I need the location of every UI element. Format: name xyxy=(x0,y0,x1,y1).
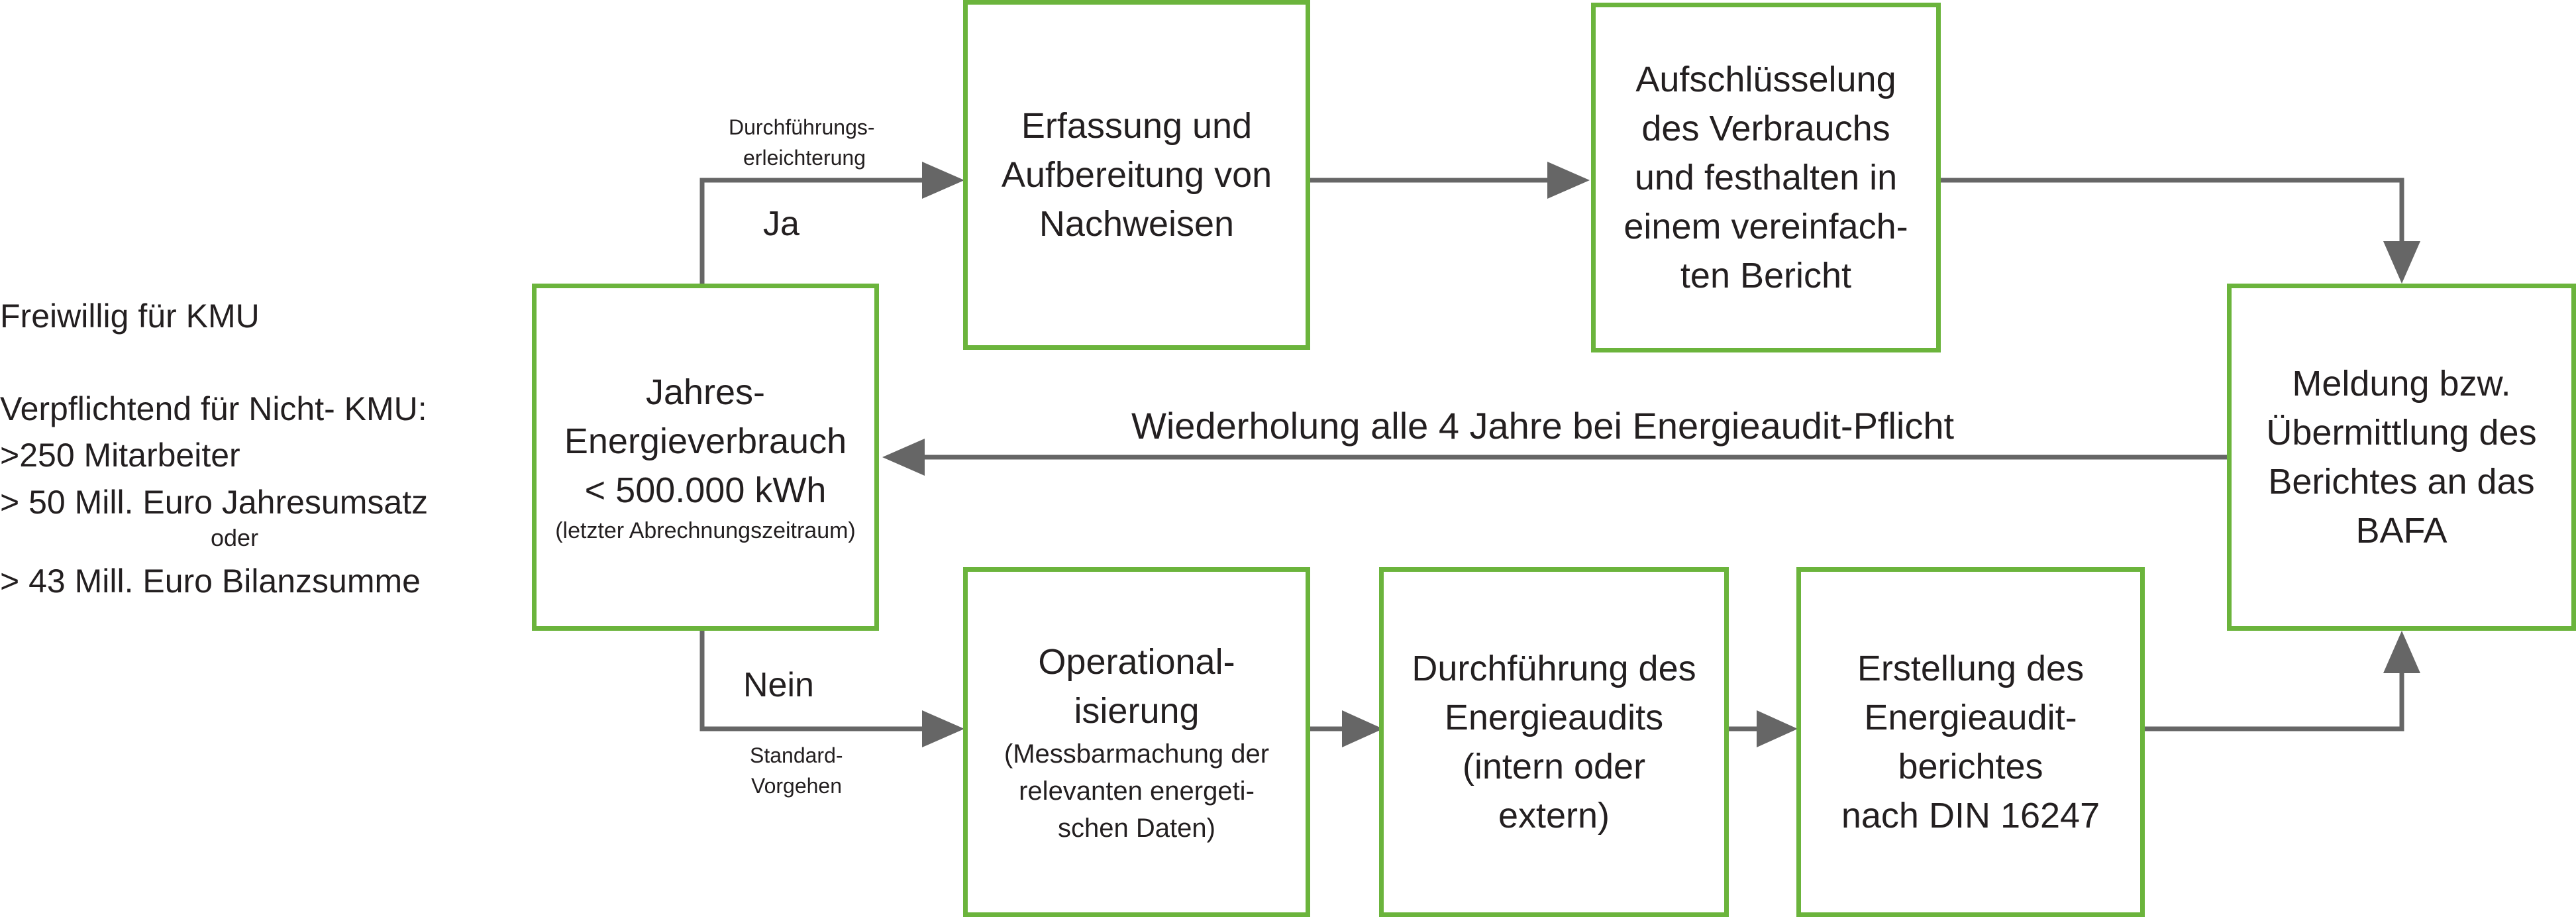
criterion-employees: >250 Mitarbeiter xyxy=(0,437,240,474)
box-text-line: Erstellung des xyxy=(1857,649,2085,688)
box-capture-evidence: Erfassung und Aufbereitung von Nachweise… xyxy=(963,0,1310,350)
box-text-line: Operational- xyxy=(1038,642,1235,682)
voluntary-note: Freiwillig für KMU xyxy=(0,297,260,335)
arrowhead-operational xyxy=(922,710,964,747)
box-text-line: Energieaudit- xyxy=(1864,698,2077,737)
arrowhead-consumption xyxy=(882,439,925,476)
box-text-line: Aufschlüsselung xyxy=(1635,60,1896,99)
label-simplified-1: Durchführungs- xyxy=(729,115,875,139)
arrowhead-execution xyxy=(1342,710,1383,747)
box-operationalization: Operational- isierung (Messbarmachung de… xyxy=(963,567,1310,917)
box-note: schen Daten) xyxy=(1058,814,1215,843)
arrowhead-capture xyxy=(922,162,964,199)
box-text-line: berichtes xyxy=(1898,747,2043,786)
box-text-line: Aufbereitung von xyxy=(1001,155,1272,195)
criterion-revenue: > 50 Mill. Euro Jahresumsatz xyxy=(0,484,429,521)
box-text-line: (intern oder xyxy=(1462,747,1646,786)
box-report-to-bafa: Meldung bzw. Übermittlung des Berichtes … xyxy=(2227,284,2576,631)
arrow-no-to-operational xyxy=(699,629,927,731)
box-text-line: Energieaudits xyxy=(1444,698,1664,737)
or-connector: oder xyxy=(211,524,259,551)
label-no: Nein xyxy=(743,666,814,704)
box-text-line: ten Bericht xyxy=(1680,256,1852,296)
label-standard-2: Vorgehen xyxy=(751,774,843,798)
box-text-line: und festhalten in xyxy=(1634,158,1898,197)
box-note: (Messbarmachung der xyxy=(1004,739,1270,769)
box-annual-consumption: Jahres- Energieverbrauch < 500.000 kWh (… xyxy=(532,284,879,631)
box-text-line: Meldung bzw. xyxy=(2292,364,2511,404)
box-text-line: nach DIN 16247 xyxy=(1841,796,2100,836)
box-text-line: einem vereinfach- xyxy=(1623,207,1908,246)
arrowhead-creation xyxy=(1757,710,1798,747)
box-note: (letzter Abrechnungszeitraum) xyxy=(555,518,856,543)
box-text-line: BAFA xyxy=(2355,511,2447,551)
box-text-line: des Verbrauchs xyxy=(1641,109,1890,148)
box-note: relevanten energeti- xyxy=(1019,777,1255,806)
box-text-line: Übermittlung des xyxy=(2266,413,2537,453)
box-text-line: Energieverbrauch xyxy=(564,421,847,461)
criterion-balance: > 43 Mill. Euro Bilanzsumme xyxy=(0,563,421,600)
box-text-line: < 500.000 kWh xyxy=(584,470,827,510)
box-audit-execution: Durchführung des Energieaudits (intern o… xyxy=(1379,567,1729,917)
box-text-line: Durchführung des xyxy=(1412,649,1696,688)
box-text-line: extern) xyxy=(1498,796,1610,836)
label-simplified-2: erleichterung xyxy=(743,146,866,170)
arrow-yes-to-capture xyxy=(699,178,927,285)
box-text-line: isierung xyxy=(1074,691,1200,731)
arrow-breakdown-to-report xyxy=(1941,178,2404,246)
label-standard-1: Standard- xyxy=(750,743,843,767)
box-text-line: Erfassung und xyxy=(1021,106,1253,146)
arrowhead-report-bottom xyxy=(2383,631,2420,673)
box-text-line: Berichtes an das xyxy=(2268,462,2535,502)
box-audit-report-creation: Erstellung des Energieaudit- berichtes n… xyxy=(1796,567,2145,917)
mandatory-title: Verpflichtend für Nicht- KMU: xyxy=(0,390,427,427)
box-text-line: Nachweisen xyxy=(1039,204,1235,244)
arrow-creation-to-report xyxy=(2143,669,2404,731)
label-yes: Ja xyxy=(763,205,799,243)
label-repeat: Wiederholung alle 4 Jahre bei Energieaud… xyxy=(1131,405,1955,447)
box-consumption-breakdown: Aufschlüsselung des Verbrauchs und festh… xyxy=(1591,3,1941,352)
arrowhead-report-top xyxy=(2383,241,2420,284)
arrowhead-breakdown xyxy=(1547,162,1590,199)
box-text-line: Jahres- xyxy=(645,372,766,412)
